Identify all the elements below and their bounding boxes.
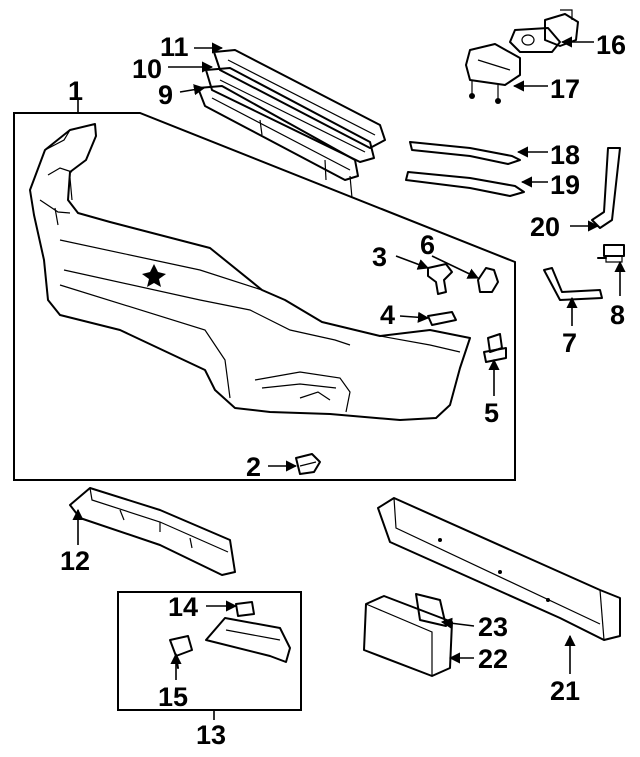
callout-10: 10 — [132, 54, 162, 84]
license-bracket-22 — [363, 595, 453, 677]
callout-labels: 1 2 3 4 5 6 7 8 9 10 11 12 13 14 15 16 1… — [60, 30, 626, 750]
callout-16: 16 — [596, 30, 626, 60]
callout-6: 6 — [420, 230, 435, 260]
bracket-16 — [509, 9, 579, 53]
clip-2 — [295, 453, 321, 475]
callout-12: 12 — [60, 546, 90, 576]
pad-4 — [427, 311, 457, 326]
callout-20: 20 — [530, 212, 560, 242]
upper-strips — [197, 49, 386, 199]
bumper-assembly-group-box — [13, 112, 516, 481]
clip-6 — [477, 267, 499, 293]
reinforcement-21 — [377, 497, 621, 641]
callout-21: 21 — [550, 676, 580, 706]
callout-4: 4 — [380, 300, 395, 330]
clip-3 — [427, 263, 453, 295]
callout-17: 17 — [550, 74, 580, 104]
callout-9: 9 — [158, 80, 173, 110]
callout-2: 2 — [246, 452, 261, 482]
bracket-20 — [591, 147, 621, 229]
stud-5 — [483, 333, 507, 363]
bracket-7 — [543, 267, 603, 301]
bolt-15 — [169, 635, 193, 669]
callout-19: 19 — [550, 170, 580, 200]
callout-14: 14 — [168, 592, 198, 622]
absorber-12 — [69, 487, 236, 576]
callout-7: 7 — [562, 328, 577, 358]
callout-18: 18 — [550, 140, 580, 170]
bracket-14 — [205, 601, 291, 663]
bracket-group-box — [117, 591, 302, 711]
bolt-8 — [597, 244, 625, 263]
bracket-17 — [465, 43, 521, 104]
callout-11: 11 — [160, 32, 189, 62]
callout-15: 15 — [158, 682, 188, 712]
leader-lines — [72, 36, 626, 720]
callout-13: 13 — [196, 720, 226, 750]
callout-3: 3 — [372, 242, 387, 272]
molding-19 — [405, 171, 525, 197]
callout-22: 22 — [478, 644, 508, 674]
callout-5: 5 — [484, 398, 499, 428]
callout-8: 8 — [610, 300, 625, 330]
callout-23: 23 — [478, 612, 508, 642]
bumper-cover — [29, 123, 471, 421]
molding-18 — [409, 141, 521, 165]
callout-1: 1 — [68, 76, 83, 106]
